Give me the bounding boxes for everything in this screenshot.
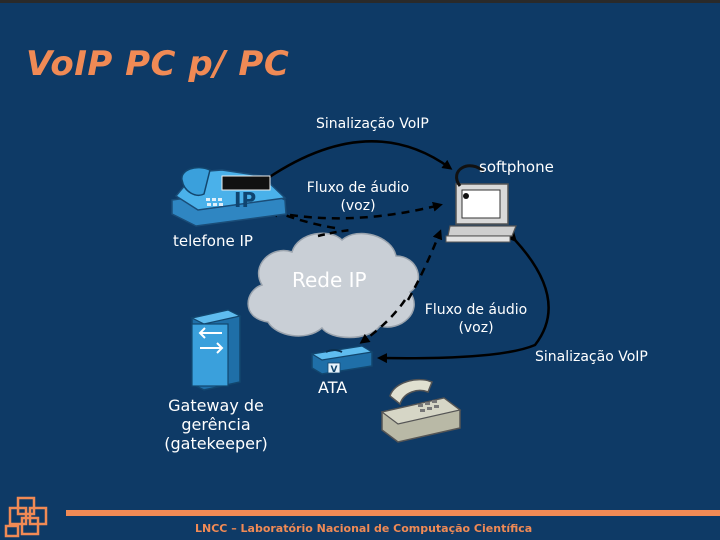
gatekeeper-label-line2: gerência [181, 415, 251, 434]
slide-title: VoIP PC p/ PC [26, 44, 290, 84]
ata-device-icon: V [310, 345, 374, 375]
analog-phone-icon [380, 378, 462, 443]
footer-text: LNCC – Laboratório Nacional de Computaçã… [195, 522, 533, 535]
audio-top-label-line2: (voz) [340, 198, 376, 214]
audio-phone-to-cloud [317, 228, 351, 238]
gatekeeper-server-icon [190, 309, 242, 391]
audio-bottom-label-line1: Fluxo de áudio [424, 302, 528, 318]
softphone-label: softphone [479, 158, 554, 176]
audio-top-arrow-right [289, 201, 443, 220]
footer-bar [66, 510, 720, 516]
lncc-logo [4, 496, 48, 538]
audio-top-label-line1: Fluxo de áudio [306, 180, 410, 196]
gatekeeper-label-line1: Gateway de [168, 396, 264, 415]
signaling-bottom-label: Sinalização VoIP [535, 349, 648, 365]
signaling-top-label: Sinalização VoIP [316, 116, 429, 132]
audio-bottom-label-line2: (voz) [458, 320, 494, 336]
signaling-bottom-arrow [377, 231, 550, 364]
ip-phone-icon [171, 166, 287, 227]
ata-badge: V [331, 365, 338, 375]
ip-phone-label: telefone IP [173, 232, 253, 250]
ip-phone-badge: IP [234, 188, 257, 212]
softphone-computer-icon [445, 164, 517, 243]
ata-label: ATA [318, 378, 348, 397]
gatekeeper-label-line3: (gatekeeper) [164, 434, 268, 453]
signaling-top-arrow [259, 140, 453, 187]
network-label: Rede IP [292, 268, 367, 292]
top-border [0, 0, 720, 3]
